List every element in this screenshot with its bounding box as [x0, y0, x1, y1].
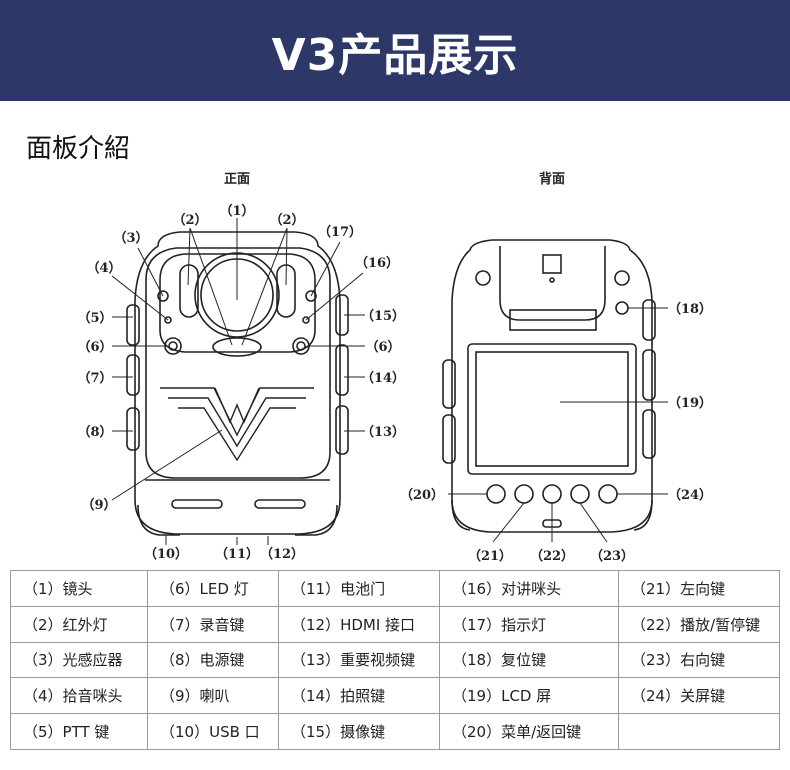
callout-13: （13）	[361, 424, 405, 440]
wing-logo	[160, 387, 314, 462]
callout-6-right: （6）	[365, 339, 400, 355]
callout-19: （19）	[668, 395, 712, 411]
legend-row: （2）红外灯（7）录音键（12）HDMI 接口（17）指示灯（22）播放/暂停键	[10, 605, 780, 643]
legend-row: （4）拾音咪头（9）喇叭（14）拍照键（19）LCD 屏（24）关屏键	[10, 677, 780, 715]
callout-17: （17）	[318, 224, 362, 240]
legend-cell: （6）LED 灯	[147, 570, 279, 607]
legend-cell: （8）电源键	[147, 641, 279, 679]
callout-20: （20）	[400, 487, 444, 503]
legend-cell: （3）光感应器	[10, 641, 148, 679]
legend-cell: （5）PTT 键	[10, 713, 148, 750]
legend-row: （3）光感应器（8）电源键（13）重要视频键（18）复位键（23）右向键	[10, 641, 780, 679]
legend-cell: （14）拍照键	[278, 677, 440, 715]
callout-4: （4）	[86, 260, 121, 276]
panel-diagram: 正面 背面 （1） （2） （2） （3） （4） （5） （6） （7） （8…	[77, 171, 712, 564]
callout-8: （8）	[77, 424, 112, 440]
front-label: 正面	[224, 172, 250, 187]
leader-lines	[111, 218, 668, 545]
legend-cell: （20）菜单/返回键	[439, 713, 619, 750]
legend-cell: （12）HDMI 接口	[278, 605, 440, 643]
header-banner: V3产品展示	[0, 0, 790, 101]
legend-cell: （4）拾音咪头	[10, 677, 148, 715]
callout-23: （23）	[590, 548, 634, 564]
legend-cell: （18）复位键	[439, 641, 619, 679]
callout-16: （16）	[355, 255, 399, 271]
legend-cell: （24）关屏键	[618, 677, 780, 715]
legend-cell: （11）电池门	[278, 570, 440, 607]
callout-24: （24）	[668, 487, 712, 503]
callout-3: （3）	[113, 230, 148, 246]
legend-cell: （19）LCD 屏	[439, 677, 619, 715]
legend-cell: （10）USB 口	[147, 713, 279, 750]
callout-15: （15）	[361, 308, 405, 324]
legend-row: （5）PTT 键（10）USB 口（15）摄像键（20）菜单/返回键	[10, 713, 780, 750]
callout-2-left: （2）	[172, 212, 207, 228]
page-title: V3产品展示	[271, 29, 519, 81]
legend-body: （1）镜头（6）LED 灯（11）电池门（16）对讲咪头（21）左向键（2）红外…	[10, 570, 780, 750]
callout-7: （7）	[77, 370, 112, 386]
callout-10: （10）	[144, 546, 188, 562]
legend-cell: （23）右向键	[618, 641, 780, 679]
legend-cell: （2）红外灯	[10, 605, 148, 643]
callout-14: （14）	[361, 370, 405, 386]
legend-table: （1）镜头（6）LED 灯（11）电池门（16）对讲咪头（21）左向键（2）红外…	[10, 570, 780, 750]
callout-22: （22）	[530, 548, 574, 564]
callout-6-left: （6）	[77, 339, 112, 355]
back-device	[442, 239, 656, 533]
legend-row: （1）镜头（6）LED 灯（11）电池门（16）对讲咪头（21）左向键	[10, 570, 780, 607]
legend-cell: （16）对讲咪头	[439, 570, 619, 607]
back-label: 背面	[539, 171, 565, 187]
callout-1: （1）	[219, 203, 254, 219]
callout-18: （18）	[668, 301, 712, 317]
callout-9: （9）	[81, 497, 116, 513]
callout-11: （11）	[215, 546, 259, 562]
legend-cell: （13）重要视频键	[278, 641, 440, 679]
legend-cell: （22）播放/暂停键	[618, 605, 780, 643]
legend-cell: （1）镜头	[10, 570, 148, 607]
legend-cell: （21）左向键	[618, 570, 780, 607]
callout-5: （5）	[77, 310, 112, 326]
callout-2-right: （2）	[269, 212, 304, 228]
legend-cell: （9）喇叭	[147, 677, 279, 715]
legend-cell	[618, 713, 780, 750]
legend-cell: （7）录音键	[147, 605, 279, 643]
legend-cell: （17）指示灯	[439, 605, 619, 643]
legend-cell: （15）摄像键	[278, 713, 440, 750]
callout-12: （12）	[260, 546, 304, 562]
callout-21: （21）	[468, 548, 512, 564]
section-title: 面板介紹	[26, 134, 131, 164]
